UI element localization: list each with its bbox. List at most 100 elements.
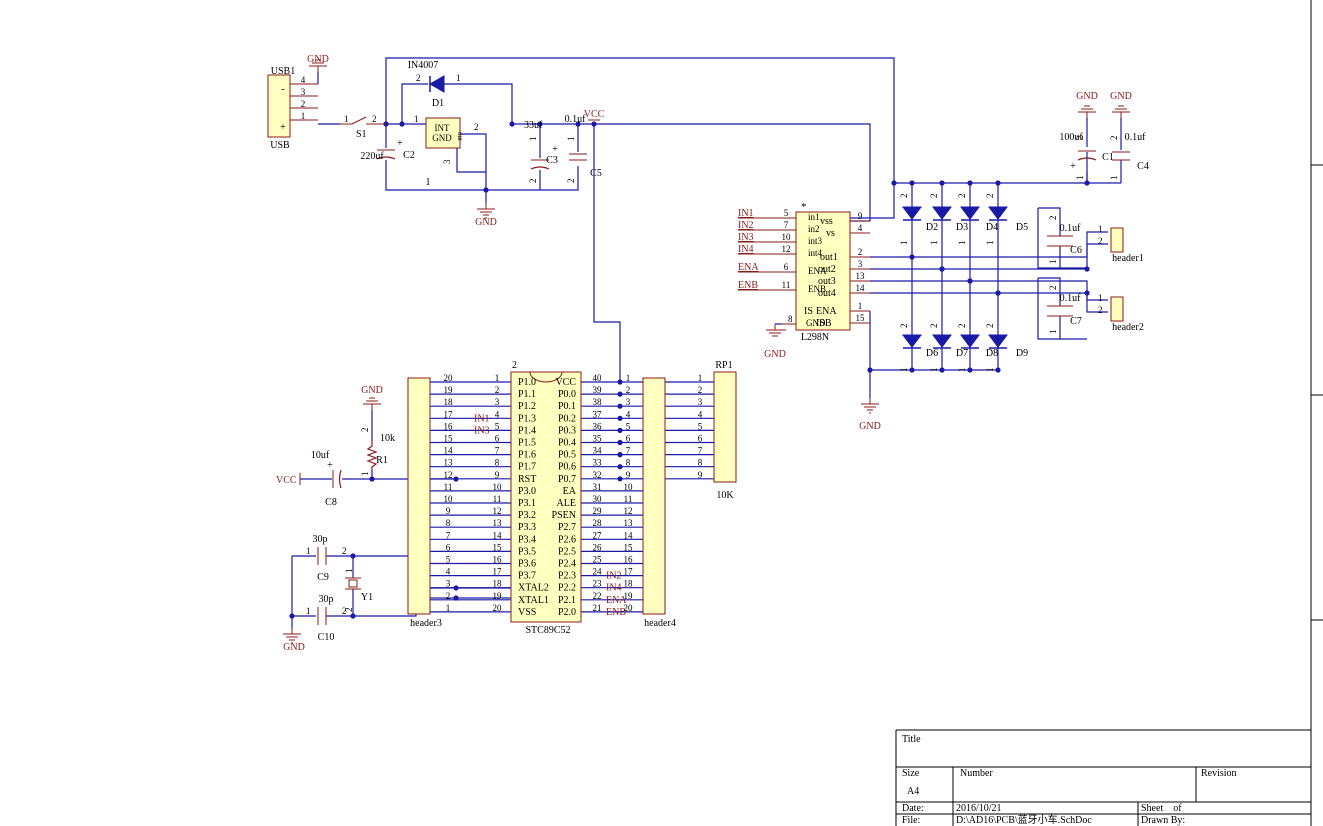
c7-value: 0.1uf: [1060, 293, 1082, 304]
diode-pin: 2: [985, 194, 995, 199]
mcu-pin-number: 25: [593, 555, 603, 565]
junction-dot: [1084, 266, 1090, 272]
mcu-pin-number: 26: [593, 542, 603, 552]
mcu-pin-label: XTAL2: [518, 583, 549, 594]
wire: [1038, 207, 1061, 236]
net-label-in2: IN2: [738, 220, 754, 231]
diode-d4: [960, 206, 980, 220]
wire: [1038, 277, 1061, 306]
reg-pin: 2: [474, 122, 479, 132]
c8-plus: +: [327, 460, 333, 471]
diode-ref: D4: [986, 222, 998, 233]
net-label-ena: ENA: [606, 595, 627, 606]
date-value: 2016/10/21: [956, 803, 1002, 814]
y1-crystal: [348, 579, 358, 588]
net-label-in1: IN1: [738, 208, 754, 219]
diode-pin: 1: [985, 368, 995, 373]
c3-pin: 2: [528, 179, 538, 184]
mcu-pin-label: P2.1: [558, 595, 576, 606]
y1-ref: Y1: [361, 592, 373, 603]
reg-text: GND: [432, 133, 452, 143]
reg-pin: 1: [414, 114, 419, 124]
l298n-pin-label: ENA: [808, 266, 827, 276]
diode-pin: 1: [899, 368, 909, 373]
mcu-pin-label: P3.6: [518, 559, 536, 570]
mcu-pin-number: 23: [593, 579, 603, 589]
diode-pin: 2: [899, 194, 909, 199]
mcu-pin-label: VCC: [555, 377, 576, 388]
rp1-pin-number: 2: [698, 385, 703, 395]
l298n-pin-label: ENA: [816, 306, 837, 317]
mcu-pin-number: 5: [495, 421, 500, 431]
wire: [1086, 243, 1108, 269]
header4-pin-number: 4: [626, 409, 631, 419]
header1-pin: 1: [1098, 224, 1103, 234]
diode-ref: D2: [926, 222, 938, 233]
header4-pin-number: 5: [626, 421, 631, 431]
header3-pin-number: 15: [444, 434, 454, 444]
d1-diode: [428, 75, 445, 93]
mcu-pin-number: 4: [495, 409, 500, 419]
d1-pin: 2: [416, 73, 421, 83]
rp1-pin-number: 7: [698, 446, 703, 456]
l298n-pin-number: 4: [858, 223, 863, 233]
mcu-pin-number: 8: [495, 458, 500, 468]
gnd-label: GND: [1076, 91, 1098, 102]
c7-pin: 2: [1048, 286, 1058, 291]
rp1-ref: RP1: [715, 360, 732, 371]
mcu-pin-number: 14: [493, 530, 503, 540]
header4-pin-number: 14: [624, 530, 634, 540]
mcu-pin-label: P2.2: [558, 583, 576, 594]
mcu-pin-label: P3.4: [518, 534, 536, 545]
junction-dot: [509, 121, 515, 127]
c4-ref: C4: [1137, 161, 1149, 172]
rp1-pin-number: 5: [698, 421, 703, 431]
usb-pin-number: 3: [301, 87, 306, 97]
diode-d7: [932, 334, 952, 348]
rp1-pin-number: 3: [698, 397, 703, 407]
mcu-pin-label: P3.1: [518, 498, 536, 509]
l298n-pin-label: ENB: [808, 284, 826, 294]
date-label: Date:: [902, 803, 924, 814]
c5-ref: C5: [590, 168, 602, 179]
usb-pin-number: 2: [301, 99, 306, 109]
c2-plus: +: [397, 138, 403, 149]
l298n-pin-number: 12: [782, 244, 791, 254]
l298n-driver: [795, 211, 851, 331]
diode-d5: [988, 206, 1008, 220]
c7-pin: 1: [1048, 330, 1058, 335]
c1-plus: +: [1070, 161, 1076, 172]
header3-pin-number: 8: [446, 518, 451, 528]
file-value: D:\AD16\PCB\蓝牙小车.SchDoc: [956, 813, 1092, 826]
mcu-pin-label: RST: [518, 474, 536, 485]
mcu-pin-number: 38: [593, 397, 603, 407]
l298n-pin-number: 8: [788, 314, 793, 324]
y1-pin: 2: [344, 608, 354, 613]
mcu-pin-label: P2.6: [558, 534, 576, 545]
c9-value: 30p: [313, 534, 328, 545]
header3-pin-number: 4: [446, 567, 451, 577]
mcu-pin-number: 9: [495, 470, 500, 480]
net-label-in4: IN4: [738, 244, 754, 255]
gnd-label: GND: [475, 217, 497, 228]
diode-ref: D3: [956, 222, 968, 233]
c1-value: 100uf: [1059, 132, 1083, 143]
diode-ref: D8: [986, 348, 998, 359]
junction-dot: [967, 180, 973, 186]
c1-ref: C1: [1102, 152, 1114, 163]
mcu-pin-number: 36: [593, 421, 603, 431]
c2-value: 220uf: [360, 151, 384, 162]
net-label-ena: ENA: [738, 262, 759, 273]
c4-value: 0.1uf: [1125, 132, 1147, 143]
diode-d8: [960, 334, 980, 348]
mcu-pin-label: VSS: [518, 607, 536, 618]
l298n-pin-number: 3: [858, 259, 863, 269]
mcu-pin-label: P2.4: [558, 559, 576, 570]
r1-resistor: [366, 440, 378, 470]
gnd-row-pin: 1: [426, 177, 431, 188]
vcc-label: VCC: [276, 475, 297, 486]
l298n-pin-label: vss: [820, 216, 833, 227]
header3-connector: [407, 377, 431, 615]
r1-ref: R1: [376, 455, 388, 466]
c3-ref: C3: [546, 155, 558, 166]
